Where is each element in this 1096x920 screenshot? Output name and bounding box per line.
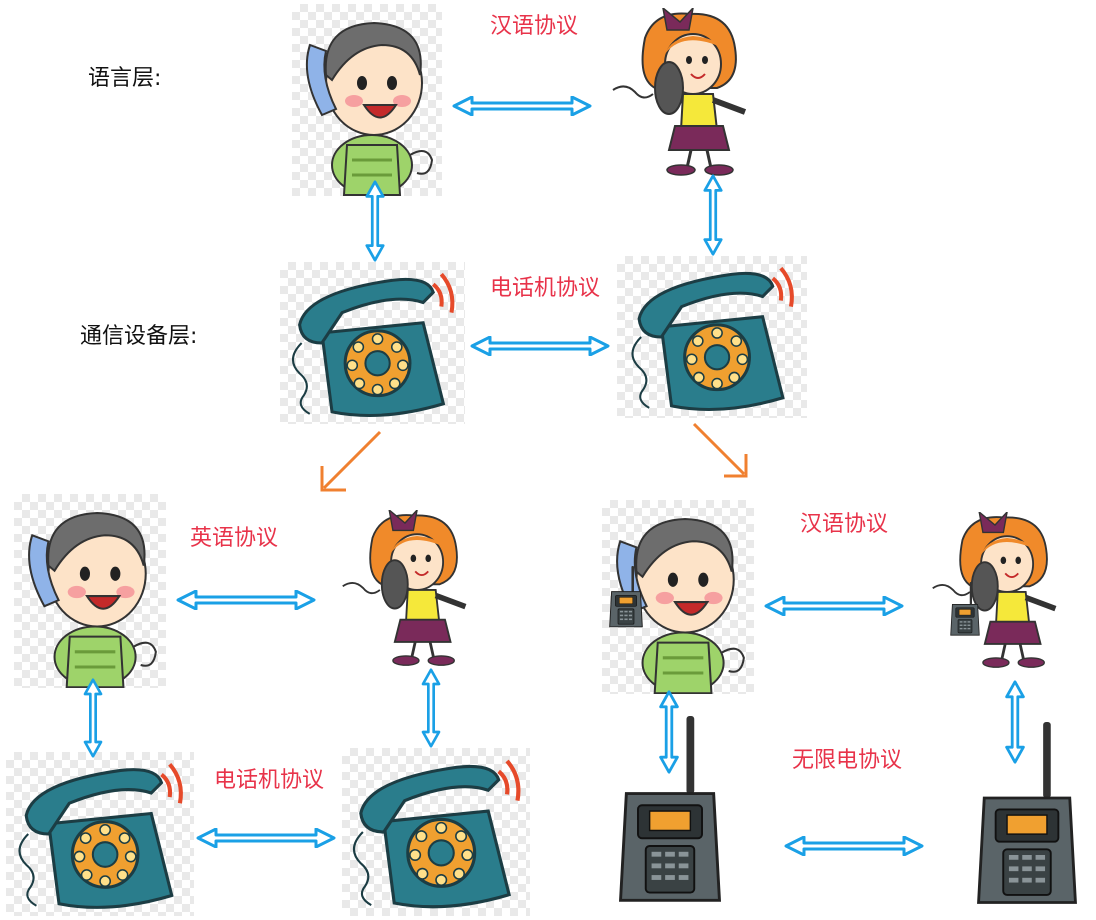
- right-vertical-arrow-1: [658, 690, 680, 774]
- top-girl-caller: [605, 8, 755, 178]
- walkie-talkie-icon: [948, 582, 982, 638]
- right-girl-caller: [920, 512, 1070, 670]
- top-left-vertical-arrow: [364, 180, 386, 262]
- left-boy-caller: [14, 494, 166, 688]
- rotary-phone-icon: [280, 262, 465, 424]
- right-walkie-talkie-2: [974, 722, 1080, 912]
- top-language-double-arrow: [452, 96, 592, 116]
- left-language-protocol-label: 英语协议: [190, 526, 279, 551]
- top-device-double-arrow: [470, 336, 610, 356]
- walkie-talkie-icon: [974, 722, 1080, 912]
- girl-caller-icon: [330, 510, 480, 668]
- boy-caller-icon: [14, 494, 166, 688]
- device-layer-label: 通信设备层:: [80, 324, 198, 349]
- walkie-talkie-icon: [606, 566, 646, 630]
- left-device-protocol-label: 电话机协议: [214, 768, 325, 793]
- split-arrow-left: [320, 430, 382, 492]
- left-device-double-arrow: [196, 828, 336, 848]
- left-vertical-arrow-2: [420, 668, 442, 748]
- language-layer-label: 语言层:: [88, 66, 162, 91]
- top-left-telephone: [280, 262, 465, 424]
- left-telephone-2: [342, 748, 530, 916]
- rotary-phone-icon: [617, 256, 807, 418]
- right-device-protocol-label: 无限电协议: [792, 748, 903, 773]
- rotary-phone-icon: [342, 748, 530, 916]
- right-language-double-arrow: [764, 596, 904, 616]
- top-device-protocol-label: 电话机协议: [490, 276, 601, 301]
- top-language-protocol-label: 汉语协议: [490, 14, 579, 39]
- right-language-protocol-label: 汉语协议: [800, 512, 889, 537]
- left-vertical-arrow-1: [82, 678, 104, 758]
- girl-caller-icon: [605, 8, 755, 178]
- boy-caller-icon: [292, 4, 442, 196]
- right-vertical-arrow-2: [1004, 680, 1026, 764]
- top-boy-caller: [292, 4, 442, 196]
- left-language-double-arrow: [176, 590, 316, 610]
- top-right-telephone: [617, 256, 807, 418]
- right-device-double-arrow: [784, 836, 924, 856]
- split-arrow-right: [692, 422, 748, 478]
- rotary-phone-icon: [6, 752, 194, 916]
- girl-caller-icon: [920, 512, 1070, 670]
- top-right-vertical-arrow: [702, 174, 724, 256]
- left-girl-caller: [330, 510, 480, 668]
- right-boy-caller: [602, 500, 754, 694]
- left-telephone-1: [6, 752, 194, 916]
